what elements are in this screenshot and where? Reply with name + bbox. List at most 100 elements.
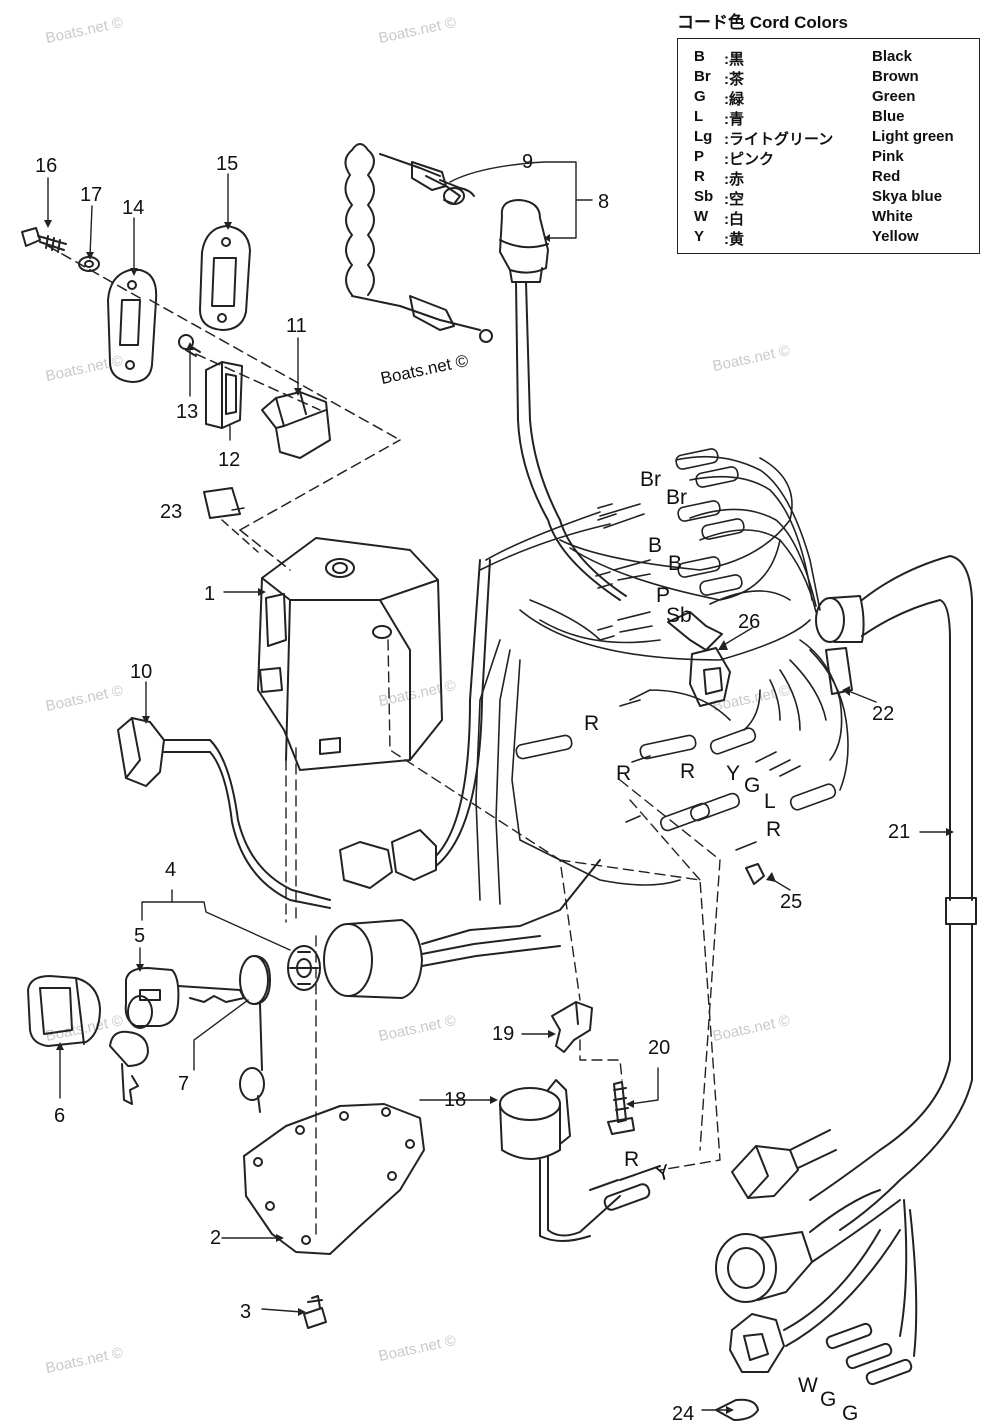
legend-en: White [872,208,913,225]
part-number-18: 18 [444,1089,466,1111]
part-number-25: 25 [780,891,802,913]
legend-row: Br :茶 Brown [678,68,979,88]
screw-25 [745,863,765,885]
wire-code-g: G [744,774,760,797]
legend-jp: :ピンク [724,151,774,168]
wire-code-y: Y [726,762,740,785]
legend-en: Red [872,168,901,185]
wire-code-r: R [616,762,631,785]
legend-jp: :ライトグリーン [724,131,834,148]
washer-17 [78,256,100,272]
coupler-connector [339,559,491,889]
legend-jp: :黒 [724,51,744,68]
wire-code-r: R [584,712,599,735]
legend-code: Y [694,228,705,245]
wire-code-br: Br [640,468,661,491]
clamp-19 [551,1001,593,1053]
legend-title: コード色 Cord Colors [677,13,848,32]
legend-en: Yellow [872,228,919,245]
legend-jp: :赤 [724,171,744,188]
legend-jp: :黄 [724,231,744,248]
wire-code-sb: Sb [666,604,692,627]
part-number-12: 12 [218,449,240,471]
part-number-17: 17 [80,184,102,206]
switch-11 [261,391,331,459]
part-number-23: 23 [160,501,182,523]
part-number-7: 7 [178,1073,189,1095]
cap-6 [27,975,101,1047]
legend-jp: :白 [724,211,744,228]
legend-en: Blue [872,108,905,125]
part-number-24: 24 [672,1403,694,1422]
part-number-22: 22 [872,703,894,725]
legend-en: Brown [872,68,919,85]
legend-row: L :青 Blue [678,108,979,128]
legend-en: Light green [872,128,954,145]
switch-12 [205,361,243,429]
lower-connectors [715,1129,918,1386]
legend-row: Y :黄 Yellow [678,228,979,248]
legend-jp: :茶 [724,71,744,88]
part-number-1: 1 [204,583,215,605]
legend-row: Lg :ライトグリーン Light green [678,128,979,148]
lanyard-clip [425,175,465,205]
legend-row: G :緑 Green [678,88,979,108]
part-number-4: 4 [165,859,176,881]
keys-5 [109,967,245,1105]
legend-code: B [694,48,705,65]
legend-code: Br [694,68,711,85]
wire-code-g: G [820,1388,836,1411]
legend-row: W :白 White [678,208,979,228]
wire-code-b: B [668,552,682,575]
stop-switch-8 [499,199,627,601]
legend-jp: :緑 [724,91,744,108]
wire-code-p: P [656,584,670,607]
wire-code-b: B [648,534,662,557]
main-box-1 [257,537,443,771]
gasket-2 [243,1103,425,1255]
wire-code-y: Y [653,1160,672,1186]
legend-en: Skya blue [872,188,943,205]
part-number-19: 19 [492,1023,514,1045]
wire-code-br: Br [666,486,687,509]
wire-code-r: R [624,1148,639,1171]
part-number-14: 14 [122,197,144,219]
wire-code-g: G [842,1402,858,1422]
legend-jp: :空 [724,191,744,208]
part-number-15: 15 [216,153,238,175]
part-number-21: 21 [888,821,910,843]
wire-code-r: R [766,818,781,841]
legend-en: Green [872,88,916,105]
legend-code: L [694,108,704,125]
bullet-terminals [515,448,837,851]
legend-en: Pink [872,148,904,165]
key-switch-body [287,859,601,999]
legend-row: Sb :空 Skya blue [678,188,979,208]
label-23 [203,487,241,519]
part-number-11: 11 [286,315,307,337]
part-number-6: 6 [54,1105,65,1127]
legend-code: W [694,208,709,225]
bolt-16 [21,227,67,253]
tether-cord [344,143,493,343]
wire-code-r: R [680,760,695,783]
part-number-26: 26 [738,611,760,633]
legend-code: Sb [694,188,714,205]
legend-jp: :青 [724,111,744,128]
part-number-3: 3 [240,1301,251,1323]
part-number-20: 20 [648,1037,670,1059]
part-number-16: 16 [35,155,57,177]
bolt-20 [607,1081,635,1135]
legend-code: Lg [694,128,713,145]
part-number-8: 8 [598,191,609,213]
plate-14 [107,269,158,383]
wire-code-l: L [764,790,776,813]
part-number-2: 2 [210,1227,221,1249]
connector-26 [667,611,731,707]
plug-10 [117,717,331,909]
legend-code: G [694,88,706,105]
